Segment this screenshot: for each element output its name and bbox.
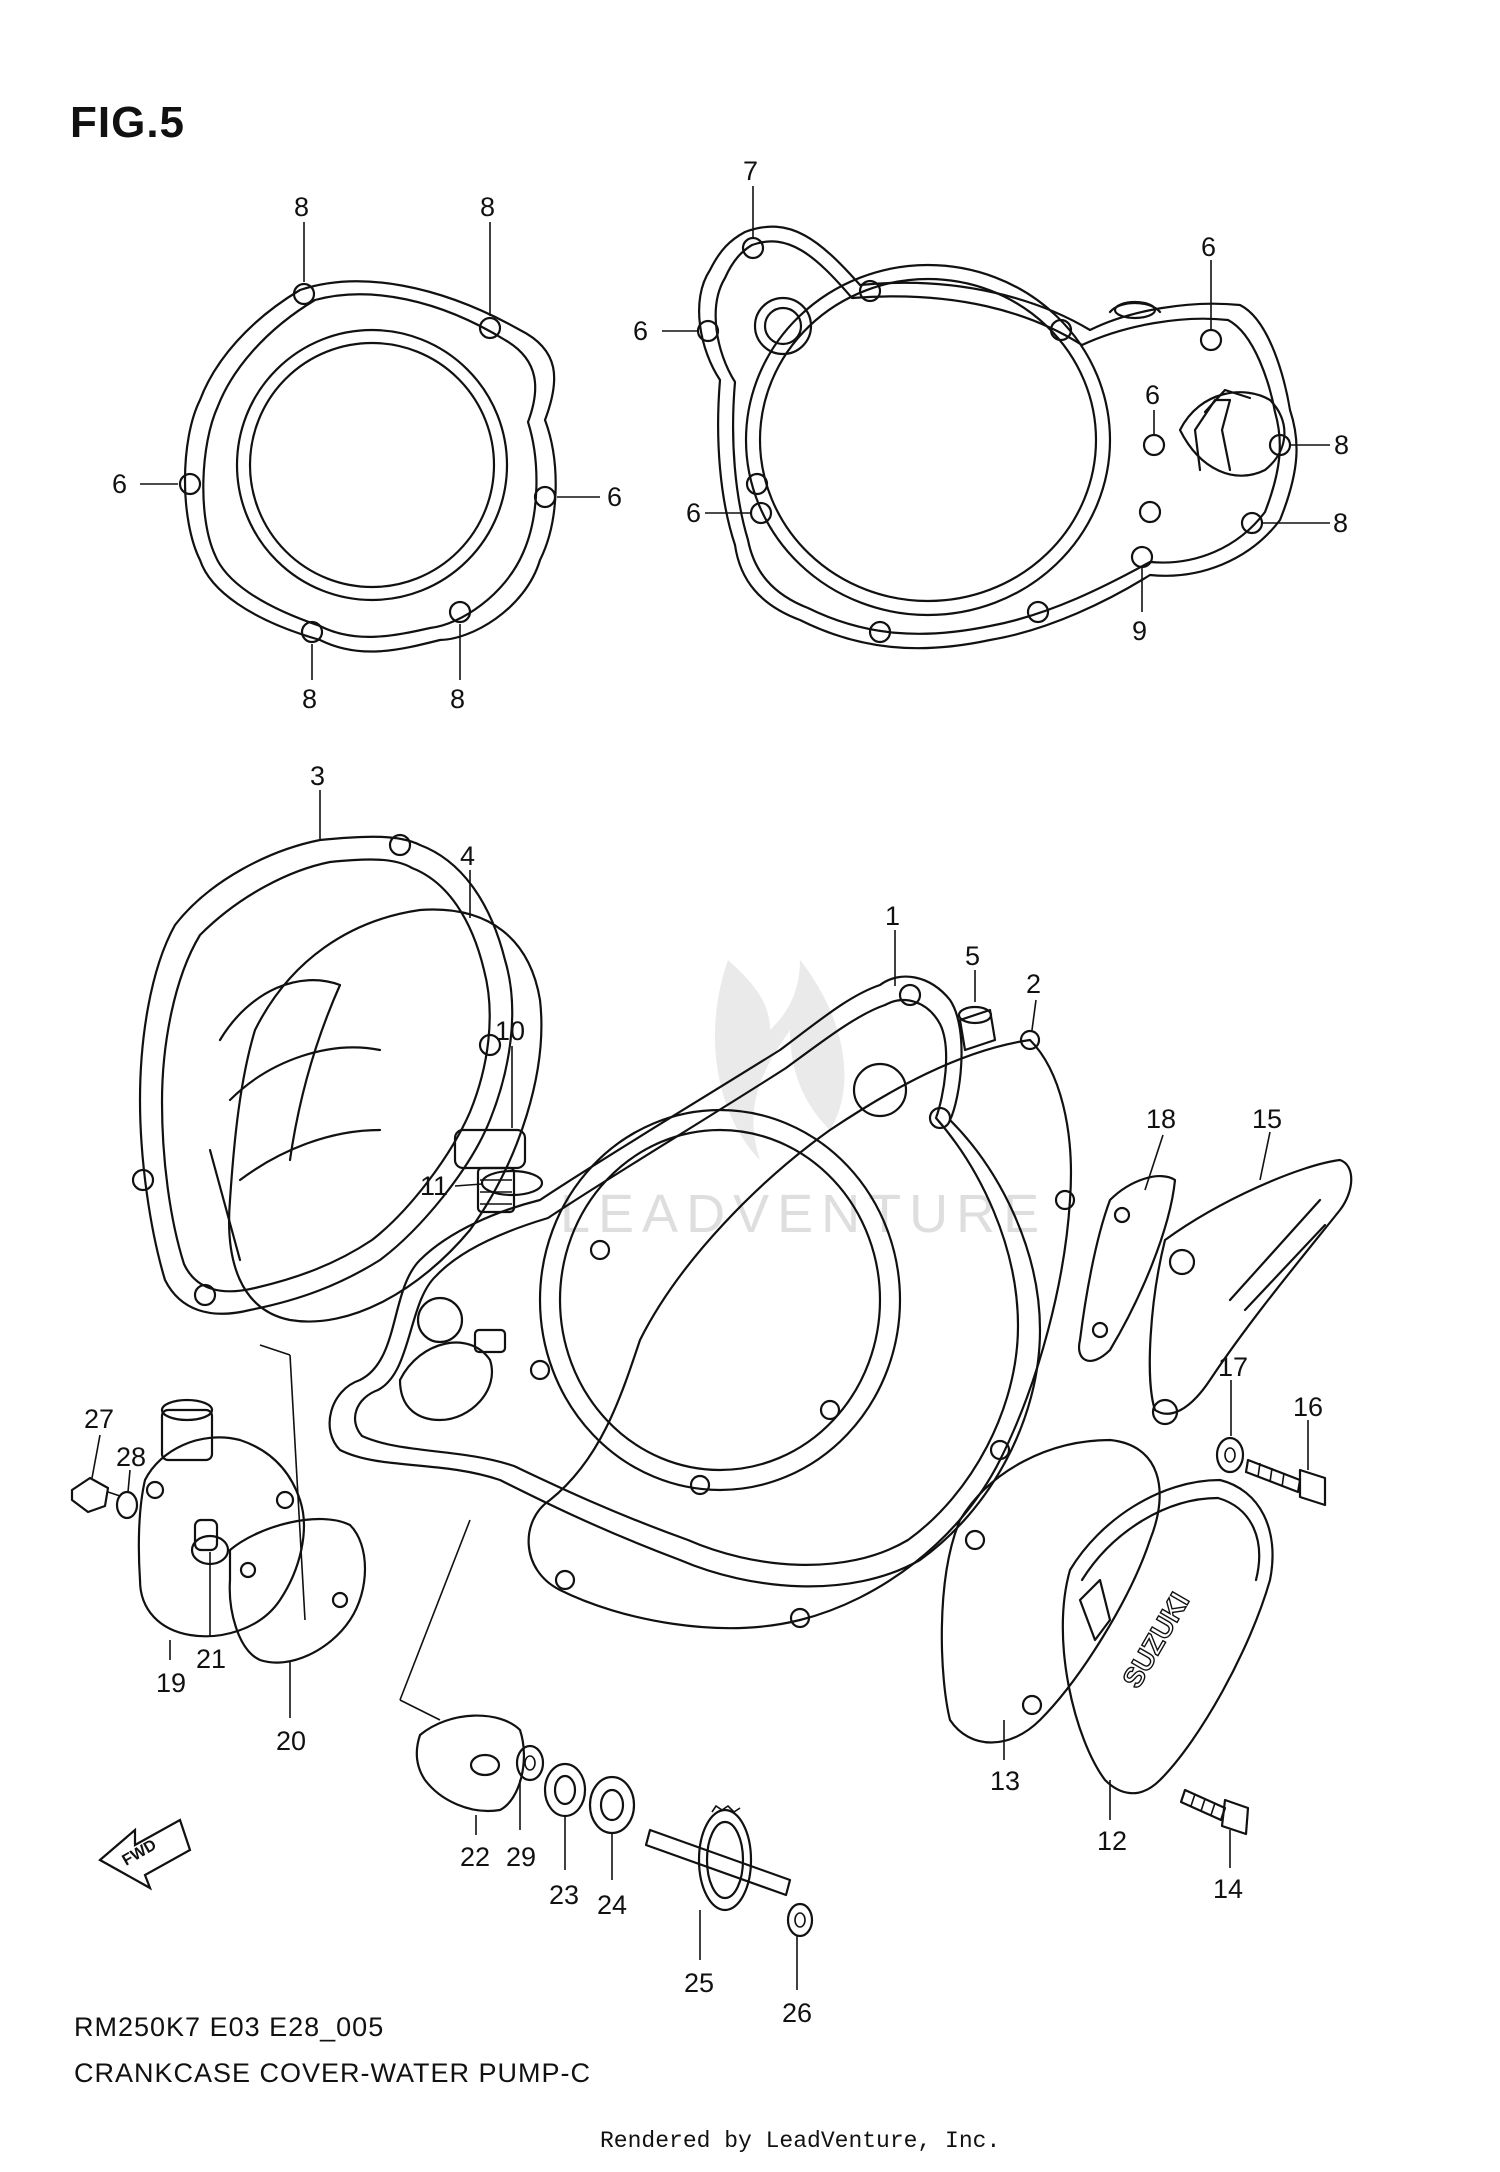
part-18-bracket [1077,1134,1177,1362]
part-10-filler-plug [453,1046,527,1214]
callout-14: 14 [1213,1874,1243,1904]
part-1-crankcase-cover [328,930,1042,1588]
callout-5: 5 [965,941,980,971]
callout-12: 12 [1097,1826,1127,1856]
callout-24: 24 [597,1890,627,1920]
part-20-gasket [228,1517,366,1718]
leadventure-watermark: LEADVENTURE [560,960,1047,1244]
callout-15: 15 [1252,1104,1282,1134]
part-2-gasket [527,999,1076,1630]
callout-27: 27 [84,1404,114,1434]
callout-a6a: 6 [112,469,127,499]
part-4-gasket [228,870,543,1323]
part-28-washer [115,1469,139,1520]
callout-25: 25 [684,1968,714,1998]
callout-a8d: 8 [450,684,465,714]
diagram-subtitle: CRANKCASE COVER-WATER PUMP-C [74,2058,592,2088]
part-21-dowel-pin [193,1518,219,1636]
crankcase-cover-outline [662,186,1330,650]
part-19-water-pump-body [137,1398,306,1660]
callout-29: 29 [506,1842,536,1872]
callout-b7: 7 [743,156,758,186]
callout-b8a: 8 [1334,430,1349,460]
part-5-dowel-pin [957,970,997,1052]
callout-23: 23 [549,1880,579,1910]
callout-22: 22 [460,1842,490,1872]
callout-a6b: 6 [607,482,622,512]
callout-17: 17 [1218,1352,1248,1382]
part-24-oil-seal [588,1775,636,1880]
part-16-bolt [1244,1420,1327,1507]
callout-18: 18 [1146,1104,1176,1134]
callout-4: 4 [460,841,475,871]
callout-b6a: 6 [1201,232,1216,262]
part-13-gasket [940,1438,1161,1760]
callout-b6b: 6 [633,316,648,346]
suzuki-logo: SUZUKI [1116,1587,1195,1693]
clutch-cover-outline [140,222,600,680]
part-17-washer [1215,1380,1245,1474]
diagram-code: RM250K7 E03 E28_005 [74,2012,385,2042]
callout-16: 16 [1293,1392,1323,1422]
alignment-lines [259,1344,471,1721]
callout-2: 2 [1026,969,1041,999]
callout-13: 13 [990,1766,1020,1796]
forward-direction-arrow: FWD [98,1818,192,1891]
callout-b6c: 6 [1145,380,1160,410]
figure-title: FIG.5 [70,98,186,147]
part-11-o-ring [454,1169,544,1197]
callout-b9: 9 [1132,616,1147,646]
part-14-bolt [1179,1788,1250,1868]
part-27-bolt [70,1434,121,1514]
watermark-text: LEADVENTURE [560,1184,1047,1244]
callout-b8b: 8 [1333,508,1348,538]
part-25-pump-shaft [644,1804,792,1960]
part-29-washer [515,1744,545,1830]
part-26-washer [786,1902,814,1990]
callout-a8b: 8 [480,192,495,222]
credit-line: Rendered by LeadVenture, Inc. [600,2128,1001,2154]
part-15-guard [1148,1131,1353,1426]
callout-a8a: 8 [294,192,309,222]
part-23-seal [543,1762,587,1870]
callout-28: 28 [116,1442,146,1472]
callout-26: 26 [782,1998,812,2028]
callout-20: 20 [276,1726,306,1756]
part-3-clutch-cover [131,790,514,1315]
callout-b6d: 6 [686,498,701,528]
callout-a8c: 8 [302,684,317,714]
part-22-impeller [415,1714,525,1835]
callout-1: 1 [885,901,900,931]
callout-11: 11 [420,1171,448,1201]
callout-3: 3 [310,761,325,791]
callout-19: 19 [156,1668,186,1698]
callout-21: 21 [196,1644,226,1674]
callout-10: 10 [495,1016,525,1046]
